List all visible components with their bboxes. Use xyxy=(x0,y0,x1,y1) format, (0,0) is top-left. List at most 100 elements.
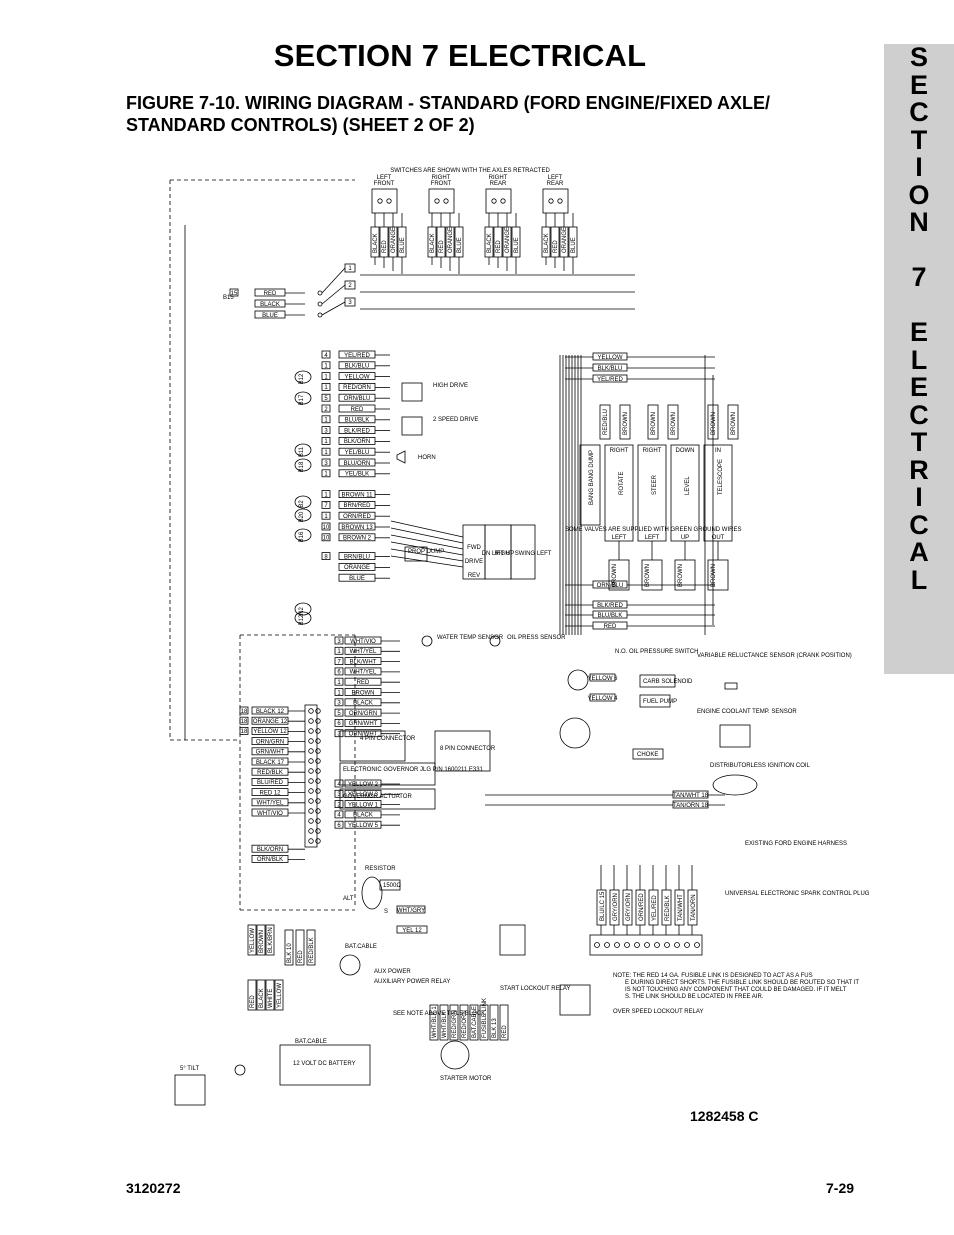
vr-sensor-label: VARIABLE RELUCTANCE SENSOR (CRANK POSITI… xyxy=(697,653,852,659)
connector-socket xyxy=(308,748,314,754)
pin-box xyxy=(334,667,344,676)
left-pin: 5 xyxy=(324,396,328,402)
plug-terminal xyxy=(694,942,700,948)
alt-s-terminal: S xyxy=(384,909,388,915)
relay-wire-label: RED xyxy=(502,1025,508,1038)
pin-box xyxy=(321,490,331,499)
connector-socket xyxy=(315,778,321,784)
joystick-wire xyxy=(390,548,464,562)
connector-socket xyxy=(315,758,321,764)
switch-wire-label: BLUE xyxy=(400,237,406,253)
wire-tag xyxy=(592,621,628,630)
coolant-label: ENGINE COOLANT TEMP. SENSOR xyxy=(697,709,797,715)
wire-tag xyxy=(338,361,376,370)
pin-box xyxy=(334,719,344,727)
plug-wire-label: BLU/LC 15 xyxy=(600,891,606,921)
side-tab-letter: T xyxy=(910,124,928,155)
connector-circle xyxy=(294,370,312,384)
connector-pin: 18 xyxy=(241,709,248,715)
lower-pin: 3 xyxy=(337,732,341,738)
terminal-number: 2 xyxy=(348,283,352,289)
connector-socket xyxy=(308,708,314,714)
left-pin: 3 xyxy=(324,428,328,434)
connector-wire-label: BLK/ORN xyxy=(257,847,283,853)
resistor-value: 1500Ω xyxy=(383,883,401,889)
fuel-wire-label: YELLOW 4 xyxy=(587,696,618,702)
valve-lead-label: BROWN xyxy=(612,564,618,587)
left-wire-label: ORANGE xyxy=(344,565,370,571)
wire-tag xyxy=(344,810,382,819)
valve-lead-tag xyxy=(599,404,611,440)
left-wire-label: ORN/RED xyxy=(343,514,371,520)
relay-wire-tag xyxy=(439,1004,449,1041)
pin-box xyxy=(334,688,344,696)
wire-tag xyxy=(251,737,289,745)
valve-position: LEFT xyxy=(645,535,660,541)
side-tab-letter: 7 xyxy=(911,262,927,292)
connector-wire-label: ORANGE 12 xyxy=(253,719,288,725)
lower-wire-label: ORN/WHT xyxy=(349,732,378,738)
valve-lead-tag xyxy=(667,404,679,440)
wire-tag xyxy=(338,511,376,520)
side-tab-letter: E xyxy=(909,372,928,402)
wire-tag xyxy=(592,352,628,361)
resistor xyxy=(379,879,401,891)
relay-wire-tag xyxy=(295,929,305,966)
connector-ref: B20 xyxy=(299,511,305,522)
figure-caption-line-1: FIGURE 7-10. WIRING DIAGRAM - STANDARD (… xyxy=(126,93,771,113)
valve-function: STEER xyxy=(652,474,658,495)
wire-tag xyxy=(338,500,376,509)
plug-wire-tag xyxy=(596,889,607,926)
wire-tag xyxy=(592,374,628,383)
connector-socket xyxy=(315,718,321,724)
connector-circle xyxy=(294,443,312,457)
plug-terminal xyxy=(624,942,630,948)
lower-pin: 1 xyxy=(337,680,341,686)
connector-wire-label: GRN/WHT xyxy=(256,750,285,756)
starter-motor xyxy=(440,1040,470,1070)
fwd-label: FWD xyxy=(467,545,481,551)
left-wire-label: BLK/BLU xyxy=(345,364,370,370)
relay-wire-tag xyxy=(499,1004,509,1041)
valve-lead-label: BROWN xyxy=(623,412,629,435)
wire-tag xyxy=(251,788,289,796)
wire-tag xyxy=(344,789,382,798)
wire-tag xyxy=(344,800,382,808)
relay-wire-tag xyxy=(429,1004,439,1041)
pin-box xyxy=(239,706,249,715)
relay-wire-label: BLK 10 xyxy=(287,943,293,963)
switch-wire-label: BLUE xyxy=(514,237,520,253)
switch-position-label: FRONT xyxy=(431,181,452,187)
wire-tag xyxy=(251,855,289,863)
switch-wire-label: BLACK xyxy=(544,233,550,253)
plug-wire-tag xyxy=(661,889,672,926)
right-wire-label: YEL/RED xyxy=(597,377,623,383)
wire xyxy=(321,301,346,316)
switch-position-label: LEFT xyxy=(377,175,392,181)
side-tab-letter: L xyxy=(910,564,928,595)
bottom-wire-label: BLACK xyxy=(259,988,265,1008)
lower-pin: 7 xyxy=(337,659,341,665)
plug-wire-label: GRY/ORN xyxy=(626,893,632,921)
pin-box xyxy=(334,698,344,707)
wire-tag xyxy=(344,820,382,829)
side-tab-letter: R xyxy=(909,454,929,485)
pin-box xyxy=(321,404,331,413)
switch-wire-label: RED xyxy=(496,240,502,253)
left-wire-label: BLU/BLK xyxy=(345,418,370,424)
left-wire-label: BLUE xyxy=(349,576,365,582)
pin-box xyxy=(321,522,331,531)
horn-label: HORN xyxy=(418,455,436,461)
wire-tag xyxy=(589,673,616,682)
side-tab-letter: I xyxy=(915,152,923,182)
wire-tag xyxy=(338,350,376,359)
switch-terminal xyxy=(317,290,323,296)
prop-dump-label: PROP DUMP xyxy=(408,549,444,555)
ground-terminal xyxy=(234,1064,246,1076)
switch-wire-label: BLUE xyxy=(457,237,463,253)
spark-plug-connector xyxy=(589,934,703,956)
axle-wire-label: BLACK xyxy=(260,302,280,308)
left-pin: 8 xyxy=(324,554,328,560)
switch-position-label: FRONT xyxy=(374,181,395,187)
